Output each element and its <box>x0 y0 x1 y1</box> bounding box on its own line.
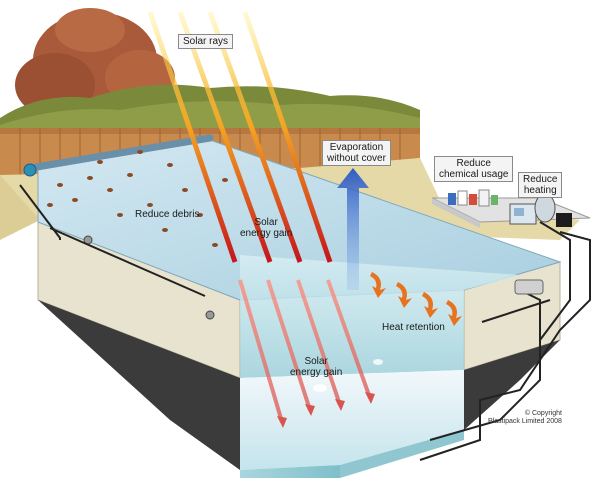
solar-ray-underwater <box>238 279 284 423</box>
solar-ray <box>177 11 273 263</box>
solar-ray <box>242 11 333 263</box>
reduce-chemical-label: Reduce chemical usage <box>434 156 514 182</box>
heat-retention-label: Heat retention <box>382 322 445 333</box>
evaporation-arrow <box>337 168 369 290</box>
heat-arrow <box>446 300 462 326</box>
solar-rays-label: Solar rays <box>178 34 234 49</box>
solar-rays <box>147 11 375 428</box>
heat-arrow <box>370 272 386 298</box>
heat-retention-arrows <box>370 272 462 326</box>
solar-ray-underwater <box>326 279 372 399</box>
heat-arrow <box>396 282 412 308</box>
reduce-debris-label: Reduce debris <box>135 209 200 220</box>
evaporation-label-line1: Evaporation <box>329 142 384 153</box>
copyright-notice: © Copyright Plastipack Limited 2008 <box>488 410 562 426</box>
solar-gain-bottom-label: Solar energy gain <box>290 356 342 378</box>
wall-fittings <box>49 227 551 323</box>
solar-ray <box>207 11 303 263</box>
chemical-bottles <box>448 189 498 207</box>
copyright-line2: Plastipack Limited 2008 <box>488 418 562 425</box>
reduce-heating-label-line1: Reduce <box>523 174 558 185</box>
evaporation-label-line2: without cover <box>327 153 386 164</box>
reduce-heating-label: Reduce heating <box>518 172 563 198</box>
copyright-line1: © Copyright <box>524 410 562 417</box>
reduce-heating-label-line2: heating <box>523 185 557 196</box>
pool-cover <box>23 134 562 301</box>
solar-gain-top-label-line1: Solar <box>254 217 278 228</box>
solar-gain-bottom-label-line2: energy gain <box>290 367 343 378</box>
pool-cutaway <box>240 255 520 478</box>
plumbing <box>19 184 591 461</box>
heating-equipment <box>509 193 572 227</box>
solar-gain-bottom-label-line1: Solar <box>304 356 328 367</box>
solar-gain-top-label: Solar energy gain <box>240 217 292 239</box>
debris-leaves <box>47 150 228 247</box>
solar-ray-underwater <box>266 279 312 411</box>
solar-ray <box>147 11 238 263</box>
reduce-chemical-label-line2: chemical usage <box>439 169 509 180</box>
evaporation-label: Evaporation without cover <box>322 140 391 166</box>
solar-gain-top-label-line2: energy gain <box>240 228 293 239</box>
pool-walls <box>37 221 561 470</box>
reduce-chemical-label-line1: Reduce <box>456 158 491 169</box>
solar-ray-underwater <box>296 279 342 406</box>
heat-arrow <box>422 292 438 318</box>
